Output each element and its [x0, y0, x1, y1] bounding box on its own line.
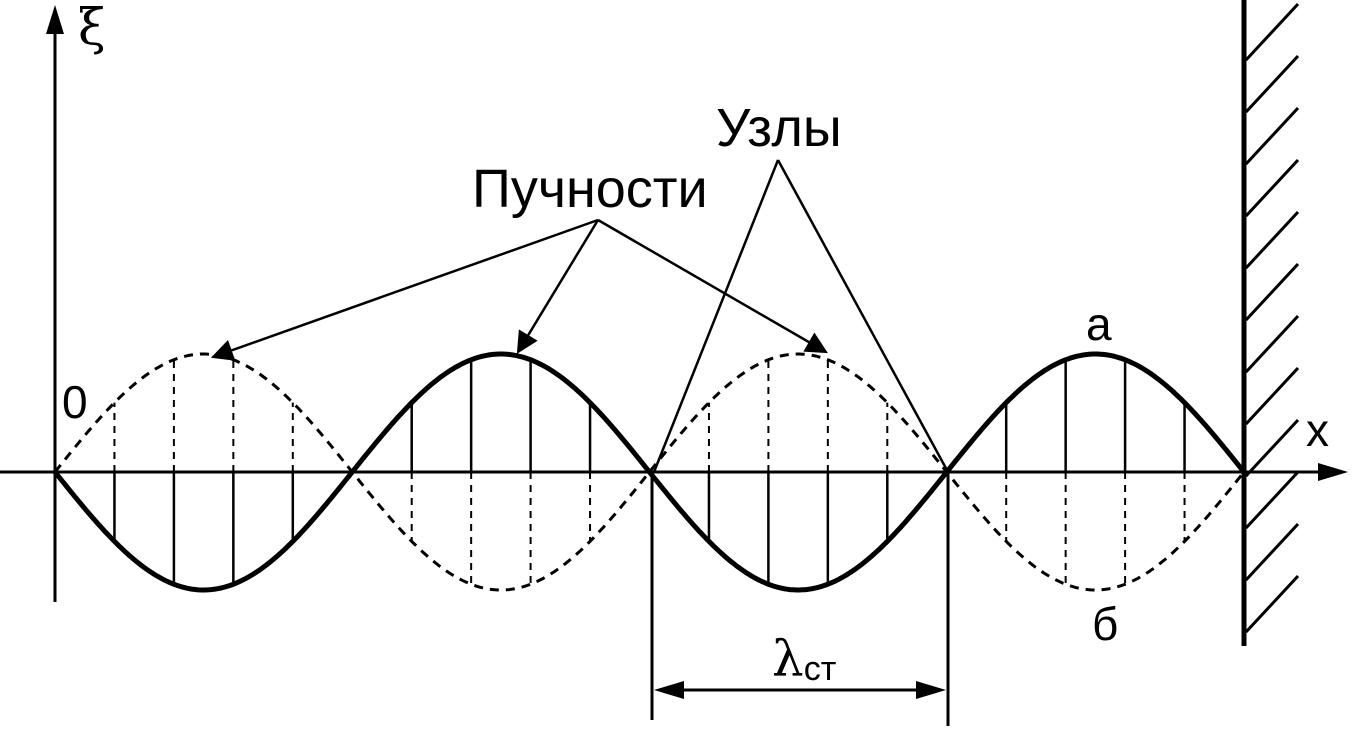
node-pointers	[652, 159, 950, 473]
node-pointer-1	[652, 159, 780, 473]
antinode-pointers	[210, 218, 828, 361]
antinode-pointer-1	[210, 218, 599, 361]
wavelength-symbol: λ	[772, 630, 804, 688]
curve-b-label: б	[1092, 598, 1118, 650]
wall-hatch-line	[1244, 2, 1300, 62]
dashed-hatch-lines	[113, 359, 1186, 585]
wall-hatch-line	[1244, 366, 1300, 426]
wall-hatch-line	[1244, 522, 1300, 582]
y-axis-arrowhead	[46, 5, 64, 34]
wall-hatch-line	[1244, 574, 1300, 634]
wavelength-label: λст	[772, 630, 836, 688]
nodes-label: Узлы	[716, 98, 842, 158]
dashed-wave-curve-b	[53, 352, 1245, 592]
origin-label: 0	[62, 376, 88, 428]
antinode-pointer-3	[597, 218, 828, 354]
y-axis-label: ξ	[78, 0, 106, 56]
wall-hatching	[1244, 2, 1300, 634]
wall-hatch-line	[1244, 106, 1300, 166]
x-axis-label: x	[1306, 404, 1329, 456]
wall-hatch-line	[1244, 314, 1300, 374]
solid-hatch-lines	[113, 359, 1186, 585]
antinode-pointer-2	[516, 219, 600, 354]
wall-hatch-line	[1244, 210, 1300, 270]
dimension-arrow-right	[916, 681, 946, 699]
wall-hatch-line	[1244, 262, 1300, 322]
curve-a-label: а	[1086, 298, 1112, 350]
wall-hatch-line	[1244, 470, 1300, 530]
wavelength-subscript: ст	[804, 650, 837, 688]
wall-hatch-line	[1244, 418, 1300, 478]
wall-hatch-line	[1244, 54, 1300, 114]
x-axis-arrowhead	[1318, 463, 1348, 481]
antinodes-label: Пучности	[472, 159, 708, 219]
dimension-arrow-left	[654, 681, 684, 699]
node-pointer-2	[776, 159, 950, 473]
solid-wave-curve-a	[53, 351, 1245, 593]
wall-hatch-line	[1244, 158, 1300, 218]
wavelength-dimension	[650, 472, 950, 726]
